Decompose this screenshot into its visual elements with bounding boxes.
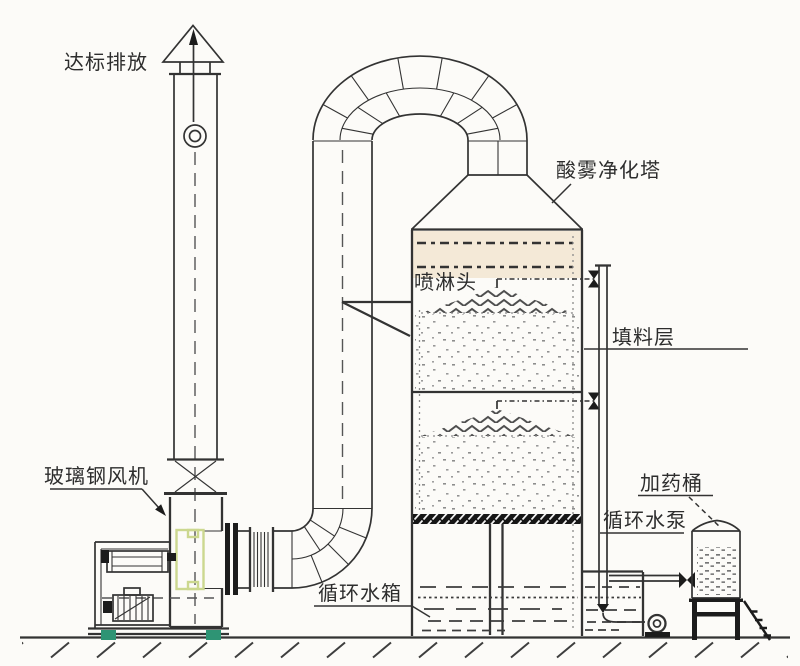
flex-connector [248,527,275,592]
demister-band [413,231,581,278]
check-valve-icon [597,604,609,613]
exhaust-stack [161,24,227,624]
duct-support-bracket [341,300,411,338]
ground [20,636,790,659]
leader-dosing-barrel-dashed [688,496,722,529]
outlet-duct [225,507,373,595]
dosing-pipe [609,572,695,588]
barrel-ladder [742,600,772,641]
circulation-pipe [595,264,645,623]
leader-water-tank-tick [411,605,431,618]
barrel-stand [689,598,743,640]
flange-bar [233,523,238,595]
label-spray-head: 喷淋头 [414,270,477,294]
label-fan: 玻璃钢风机 [44,464,149,488]
leader-tower [551,183,572,204]
spray-pyramid-1 [421,287,573,313]
skid-foot [101,630,116,640]
dosing-valve-icon [679,572,687,588]
flange-bar [225,523,230,595]
packing-bed-2 [415,437,579,513]
support-grid [413,514,581,524]
flow-arrow-icon [189,29,198,122]
label-tower: 酸雾净化塔 [556,158,661,182]
label-dosing-barrel: 加药桶 [640,471,703,495]
dosing-valve-icon [687,572,695,588]
water-tank [418,524,578,635]
spray-pyramid-2 [421,409,573,436]
pump-icon [645,613,670,637]
skid-foot [206,630,221,640]
duct-arch [312,55,528,141]
spray-header-2 [496,392,600,410]
tower-cone [411,174,583,230]
fan-drive-unit [103,587,154,622]
label-discharge: 达标排放 [64,50,148,74]
spray-header-1 [496,270,600,288]
fan-motor [94,541,176,629]
duct-elbow [290,507,373,589]
stack-brace-section [164,458,227,495]
label-water-pump: 循环水泵 [603,508,687,532]
riser-duct [312,140,373,509]
packing-bed-1 [415,314,579,391]
fan-housing [102,497,224,629]
tank-extension [582,570,645,636]
arrowhead-icon [155,504,166,516]
dosing-barrel [691,519,741,599]
barrel-liquid [697,547,736,595]
label-water-tank: 循环水箱 [318,581,402,605]
tower-inlet-duct [467,140,528,176]
fan-base-skid [88,627,229,640]
tower-body [410,228,600,636]
fan-assembly [88,497,229,640]
label-packing-layer: 填料层 [612,325,675,349]
leader-fan-arrow [141,488,160,509]
labels: 达标排放 酸雾净化塔 喷淋头 填料层 玻璃钢风机 循环水箱 循环水泵 加药桶 [44,50,748,618]
impeller-highlight [175,528,205,591]
sampling-port-icon [183,124,207,148]
